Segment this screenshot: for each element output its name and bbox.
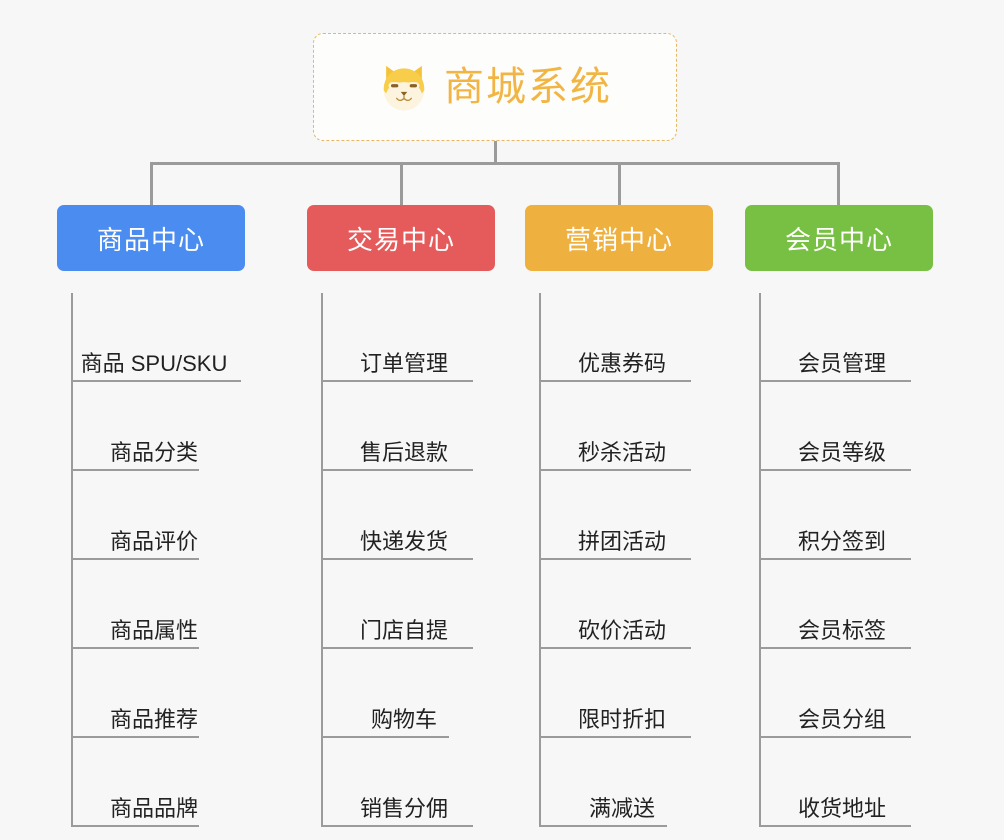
branch-column-marketing: 营销中心 优惠券码 秒杀活动 拼团活动 砍价活动 限时折扣 满减送 <box>525 205 713 827</box>
leaf-label: 商品属性 <box>109 617 198 643</box>
branch-header-marketing[interactable]: 营销中心 <box>525 205 713 271</box>
branch-column-product: 商品中心 商品 SPU/SKU 商品分类 商品评价 商品属性 商品推荐 商品品牌 <box>57 205 245 827</box>
leaf-item[interactable]: 售后退款 <box>323 382 495 471</box>
leaf-label: 会员分组 <box>797 706 886 732</box>
leaf-label: 商品分类 <box>109 439 198 465</box>
leaf-item[interactable]: 收货地址 <box>761 738 933 827</box>
connector-drop-1 <box>150 162 153 207</box>
branch-column-member: 会员中心 会员管理 会员等级 积分签到 会员标签 会员分组 收货地址 <box>745 205 933 827</box>
leaf-label: 门店自提 <box>359 617 448 643</box>
leaf-label: 商品 SPU/SKU <box>80 350 228 376</box>
shiba-dog-face-icon <box>378 61 430 113</box>
leaf-item[interactable]: 门店自提 <box>323 560 495 649</box>
connector-root-stem <box>494 141 497 165</box>
leaf-label: 拼团活动 <box>577 528 666 554</box>
root-node[interactable]: 商城系统 <box>313 33 677 141</box>
leaf-label: 会员等级 <box>797 439 886 465</box>
leaf-label: 积分签到 <box>797 528 886 554</box>
leaf-label: 商品品牌 <box>109 795 198 821</box>
leaf-item[interactable]: 会员等级 <box>761 382 933 471</box>
leaf-label: 砍价活动 <box>577 617 666 643</box>
leaf-item[interactable]: 商品 SPU/SKU <box>73 293 245 382</box>
leaf-item[interactable]: 砍价活动 <box>541 560 713 649</box>
leaf-item[interactable]: 商品分类 <box>73 382 245 471</box>
leaf-list-member: 会员管理 会员等级 积分签到 会员标签 会员分组 收货地址 <box>759 293 933 827</box>
branch-header-member[interactable]: 会员中心 <box>745 205 933 271</box>
branch-column-trade: 交易中心 订单管理 售后退款 快递发货 门店自提 购物车 销售分佣 <box>307 205 495 827</box>
branch-header-trade[interactable]: 交易中心 <box>307 205 495 271</box>
leaf-label: 限时折扣 <box>577 706 666 732</box>
leaf-label: 收货地址 <box>797 795 886 821</box>
leaf-label: 商品评价 <box>109 528 198 554</box>
leaf-label: 售后退款 <box>359 439 448 465</box>
branch-header-product[interactable]: 商品中心 <box>57 205 245 271</box>
leaf-item[interactable]: 积分签到 <box>761 471 933 560</box>
leaf-item[interactable]: 商品推荐 <box>73 649 245 738</box>
leaf-label: 满减送 <box>588 795 655 821</box>
leaf-item[interactable]: 会员标签 <box>761 560 933 649</box>
leaf-label: 购物车 <box>370 706 437 732</box>
branch-header-label: 营销中心 <box>564 224 673 255</box>
leaf-item[interactable]: 销售分佣 <box>323 738 495 827</box>
branch-header-label: 交易中心 <box>346 224 455 255</box>
leaf-list-trade: 订单管理 售后退款 快递发货 门店自提 购物车 销售分佣 <box>321 293 495 827</box>
leaf-item[interactable]: 满减送 <box>541 738 713 827</box>
leaf-item[interactable]: 优惠券码 <box>541 293 713 382</box>
connector-drop-4 <box>837 162 840 207</box>
leaf-label: 会员管理 <box>797 350 886 376</box>
leaf-list-product: 商品 SPU/SKU 商品分类 商品评价 商品属性 商品推荐 商品品牌 <box>71 293 245 827</box>
leaf-label: 优惠券码 <box>577 350 666 376</box>
root-title: 商城系统 <box>444 65 612 109</box>
leaf-label: 销售分佣 <box>359 795 448 821</box>
leaf-item[interactable]: 会员管理 <box>761 293 933 382</box>
branch-header-label: 会员中心 <box>784 224 893 255</box>
leaf-label: 会员标签 <box>797 617 886 643</box>
leaf-item[interactable]: 快递发货 <box>323 471 495 560</box>
leaf-item[interactable]: 商品品牌 <box>73 738 245 827</box>
leaf-item[interactable]: 商品评价 <box>73 471 245 560</box>
leaf-item[interactable]: 限时折扣 <box>541 649 713 738</box>
connector-drop-3 <box>618 162 621 207</box>
leaf-item[interactable]: 订单管理 <box>323 293 495 382</box>
leaf-label: 订单管理 <box>359 350 448 376</box>
connector-bus-bar <box>150 162 840 165</box>
leaf-label: 快递发货 <box>359 528 448 554</box>
leaf-item[interactable]: 购物车 <box>323 649 495 738</box>
leaf-label: 商品推荐 <box>109 706 198 732</box>
leaf-item[interactable]: 秒杀活动 <box>541 382 713 471</box>
leaf-item[interactable]: 会员分组 <box>761 649 933 738</box>
leaf-item[interactable]: 商品属性 <box>73 560 245 649</box>
leaf-label: 秒杀活动 <box>577 439 666 465</box>
branch-header-label: 商品中心 <box>96 224 205 255</box>
leaf-item[interactable]: 拼团活动 <box>541 471 713 560</box>
leaf-list-marketing: 优惠券码 秒杀活动 拼团活动 砍价活动 限时折扣 满减送 <box>539 293 713 827</box>
connector-drop-2 <box>400 162 403 207</box>
